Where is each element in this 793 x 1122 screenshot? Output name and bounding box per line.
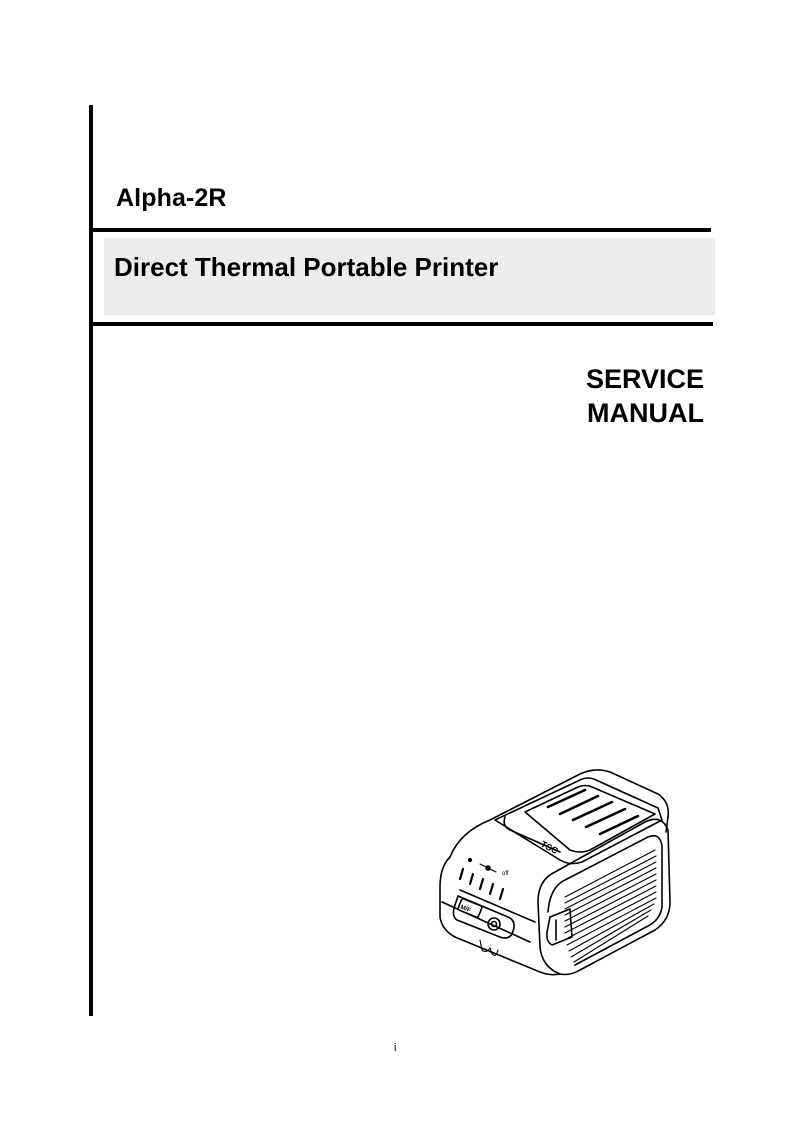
bottom-horizontal-rule <box>93 322 713 326</box>
top-horizontal-rule <box>93 228 711 232</box>
printer-illustration: TSC off M/F <box>430 762 680 987</box>
document-type-line-2: MANUAL <box>587 398 704 428</box>
portable-printer-icon: TSC off M/F <box>439 769 671 976</box>
subtitle-band <box>104 238 715 315</box>
left-vertical-rule <box>89 105 93 1016</box>
page-number: i <box>394 1042 397 1054</box>
document-type-line-1: SERVICE <box>585 364 704 394</box>
svg-text:off: off <box>502 871 509 877</box>
product-name: Alpha-2R <box>116 184 227 212</box>
document-type-title: SERVICE MANUAL <box>586 362 704 430</box>
svg-text:M/F: M/F <box>459 905 471 915</box>
document-subtitle: Direct Thermal Portable Printer <box>114 252 499 282</box>
